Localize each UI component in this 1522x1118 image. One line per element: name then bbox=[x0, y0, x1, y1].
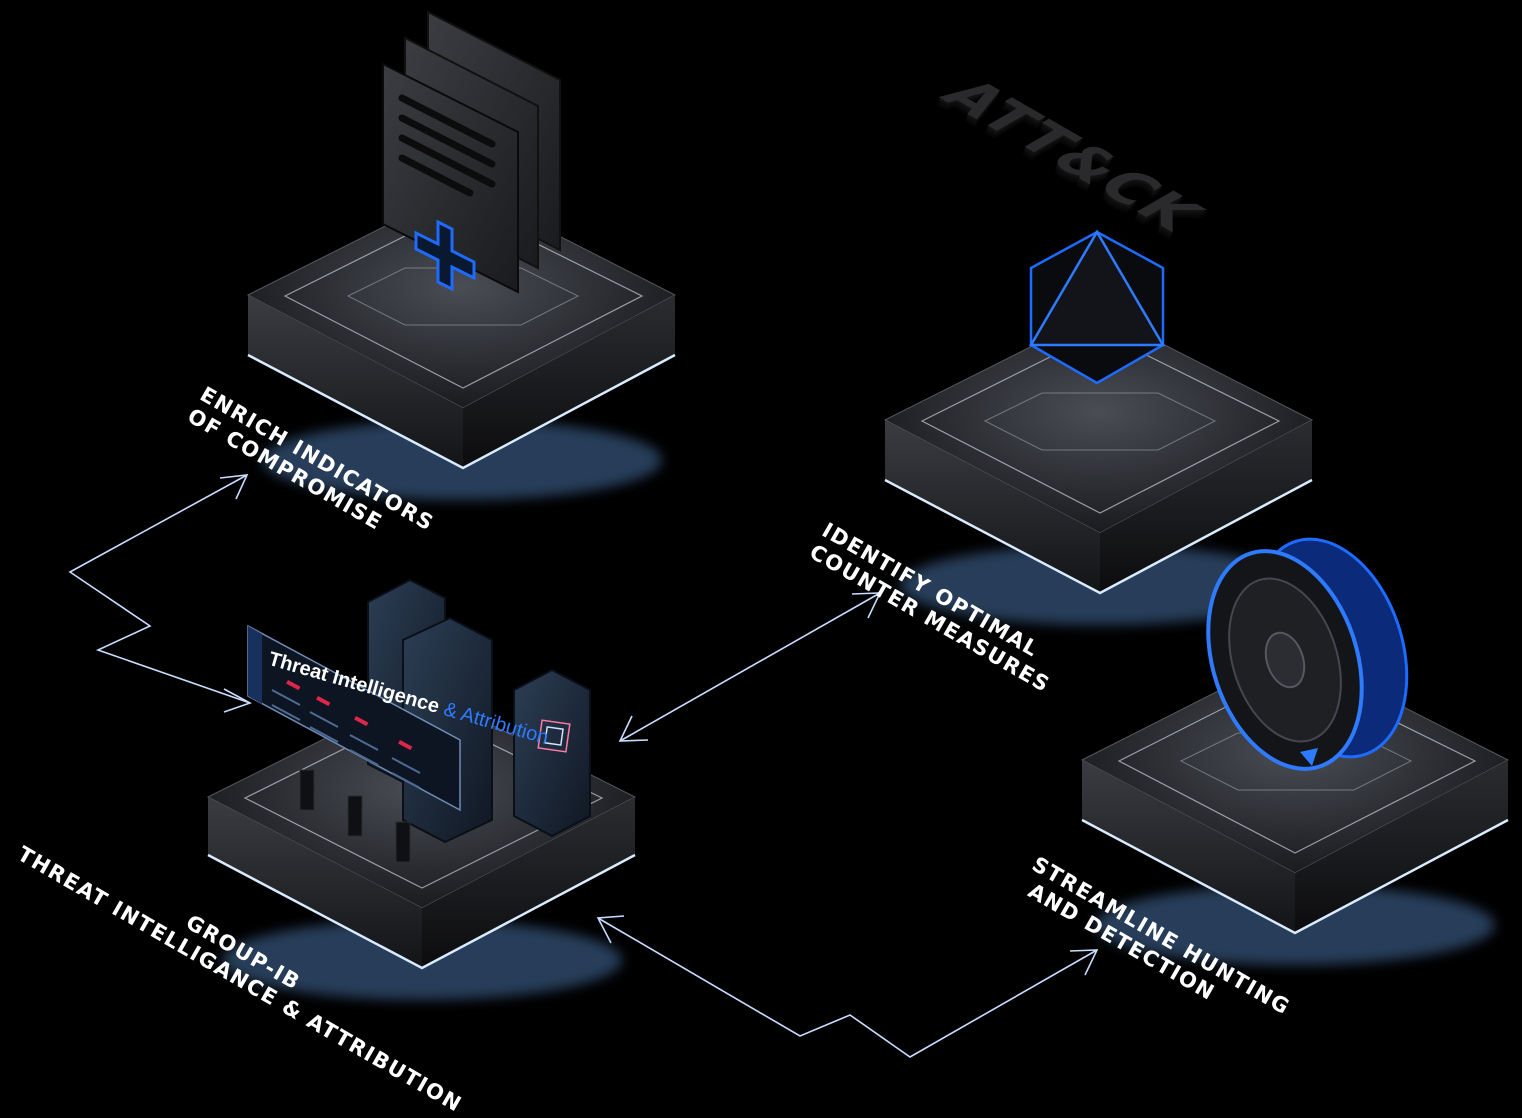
platform-identify bbox=[883, 311, 1314, 625]
connector-hub-streamline bbox=[596, 915, 1099, 1058]
diagram-canvas bbox=[68, 10, 1510, 1058]
connector-hub-enrich bbox=[68, 474, 252, 713]
platform-enrich bbox=[246, 186, 677, 500]
document-plus-icon bbox=[382, 10, 561, 294]
connector-hub-identify bbox=[618, 592, 882, 742]
dashboard-panel bbox=[247, 624, 461, 863]
rotating-disc-icon bbox=[1206, 537, 1409, 771]
octahedron-icon bbox=[1028, 229, 1166, 385]
